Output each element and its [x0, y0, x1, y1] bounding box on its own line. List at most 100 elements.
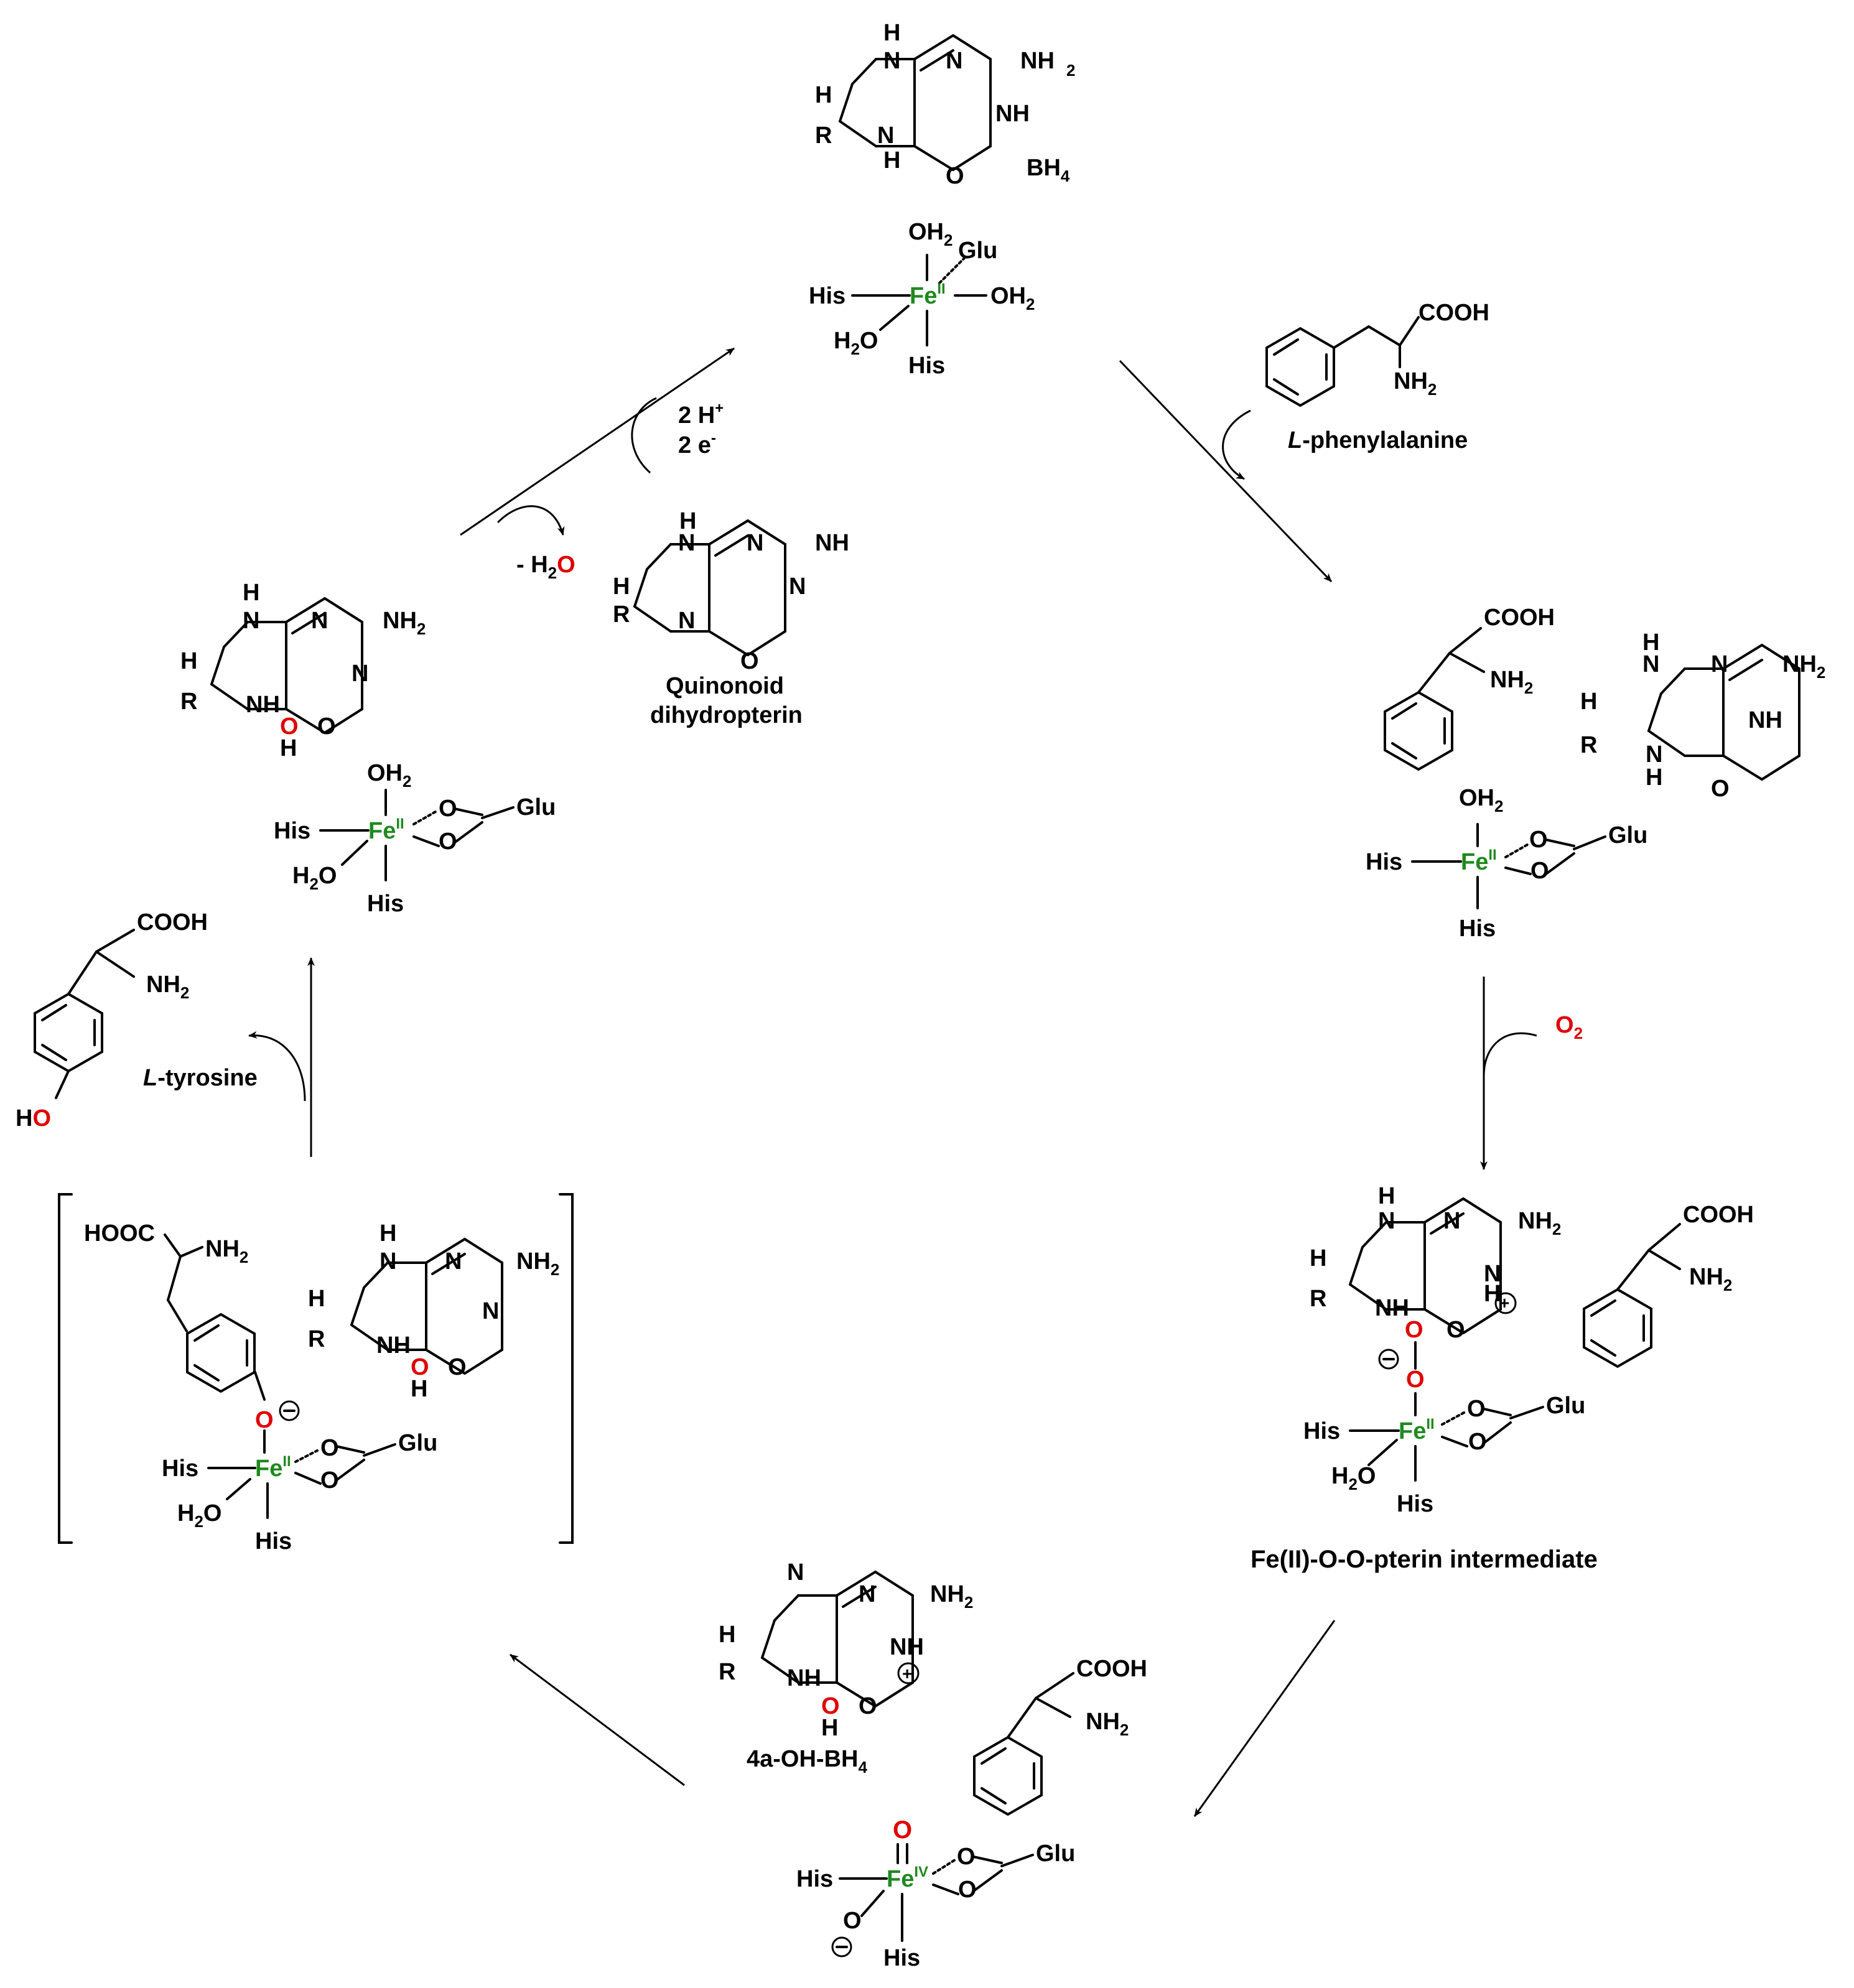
svg-text:His: His	[1303, 1418, 1340, 1444]
svg-text:H: H	[1310, 1245, 1326, 1271]
svg-text:O: O	[1529, 827, 1548, 853]
svg-text:OH2: OH2	[367, 760, 411, 791]
svg-text:O: O	[320, 1435, 339, 1461]
curved-arrow-o2	[1483, 1032, 1537, 1077]
peroxo-pterin-intermediate: H N N NH2 N H + H R NH O O O His FeII O …	[1251, 1183, 1754, 1573]
svg-text:O: O	[1405, 1317, 1423, 1343]
svg-text:O: O	[859, 1693, 877, 1719]
svg-text:+: +	[902, 1664, 912, 1683]
svg-text:COOH: COOH	[1683, 1202, 1754, 1228]
svg-text:Quinonoid: Quinonoid	[666, 673, 784, 699]
svg-text:H: H	[280, 735, 297, 761]
water-loss-label: - H2O	[516, 552, 575, 582]
svg-text:NH: NH	[815, 530, 849, 556]
svg-text:N: N	[482, 1298, 499, 1324]
svg-text:N: N	[445, 1248, 462, 1275]
svg-text:N: N	[859, 1581, 875, 1607]
svg-text:H: H	[411, 1376, 427, 1402]
svg-text:N: N	[946, 48, 962, 74]
svg-text:H: H	[380, 1220, 396, 1247]
svg-text:FeII: FeII	[1461, 847, 1497, 875]
svg-text:FeII: FeII	[1399, 1416, 1435, 1444]
svg-text:NH2: NH2	[1518, 1208, 1561, 1238]
bracketed-tyrosine-intermediate: HOOC NH2 O His FeII O O Glu H2O His H N …	[58, 1193, 574, 1554]
svg-text:NH2: NH2	[205, 1236, 248, 1266]
svg-text:H: H	[308, 1286, 325, 1312]
svg-text:COOH: COOH	[1484, 605, 1555, 631]
svg-text:FeIV: FeIV	[887, 1864, 928, 1892]
svg-text:H: H	[679, 508, 696, 534]
svg-text:O: O	[740, 648, 759, 674]
svg-text:R: R	[815, 123, 832, 149]
arrow-regeneration	[460, 347, 735, 536]
svg-text:OH2: OH2	[1459, 785, 1503, 815]
svg-text:NH: NH	[376, 1332, 411, 1359]
svg-text:H2O: H2O	[1331, 1463, 1376, 1493]
svg-text:R: R	[180, 689, 197, 715]
svg-text:H: H	[613, 574, 630, 600]
svg-text:O: O	[1406, 1367, 1425, 1393]
svg-text:Glu: Glu	[1608, 822, 1647, 848]
svg-text:N: N	[877, 123, 894, 149]
arrow-hydroxylation	[510, 1653, 685, 1786]
curved-arrow-water-loss	[496, 505, 565, 536]
svg-text:O: O	[439, 829, 457, 855]
svg-text:FeII: FeII	[910, 281, 946, 309]
svg-text:N: N	[380, 1248, 396, 1275]
svg-text:NH2: NH2	[1394, 368, 1437, 399]
svg-text:N: N	[1642, 651, 1659, 677]
svg-text:N: N	[787, 1559, 804, 1586]
svg-text:His: His	[796, 1866, 833, 1892]
arrow-substrate-binding	[1119, 360, 1333, 583]
svg-text:H: H	[1378, 1183, 1395, 1209]
svg-text:NH2: NH2	[930, 1581, 973, 1612]
svg-text:H: H	[1580, 689, 1597, 715]
svg-text:O: O	[1530, 858, 1549, 884]
svg-text:H: H	[719, 1622, 735, 1648]
tyrosine-product: COOH NH2 HO L-tyrosine	[16, 909, 258, 1131]
svg-text:H: H	[1484, 1281, 1501, 1307]
svg-text:O: O	[1446, 1317, 1465, 1343]
svg-text:His: His	[809, 283, 845, 309]
svg-text:O: O	[957, 1844, 976, 1870]
svg-text:H: H	[1642, 629, 1659, 656]
svg-text:NH2: NH2	[516, 1248, 559, 1279]
bh4-structure: H N N NH 2 NH H R N H O BH4	[815, 20, 1075, 189]
svg-text:FeII: FeII	[255, 1453, 291, 1482]
svg-text:R: R	[1310, 1286, 1326, 1312]
svg-text:+: +	[1499, 1293, 1509, 1312]
svg-text:N: N	[747, 530, 763, 556]
svg-text:His: His	[1366, 849, 1402, 875]
svg-text:N: N	[1711, 651, 1728, 677]
svg-text:H: H	[243, 580, 259, 606]
svg-text:O: O	[1711, 776, 1730, 802]
svg-text:H: H	[883, 20, 900, 46]
svg-text:O: O	[958, 1877, 977, 1903]
svg-text:COOH: COOH	[1076, 1656, 1147, 1682]
phe-bh4-fe2-complex: COOH NH2 H N N NH2 NH H R N H O OH2 His …	[1366, 605, 1825, 942]
svg-text:O: O	[821, 1693, 840, 1719]
svg-text:O: O	[1467, 1396, 1486, 1422]
svg-text:Glu: Glu	[958, 238, 997, 264]
svg-text:HO: HO	[16, 1105, 51, 1131]
protons-label: 2 H+	[678, 400, 724, 429]
svg-text:OH2: OH2	[908, 219, 953, 249]
hydroxy-pterin-label: 4a-OH-BH4	[747, 1746, 867, 1777]
svg-text:NH2: NH2	[1689, 1264, 1732, 1294]
fe4-oxo-complex: O His FeIV O O Glu O His	[796, 1816, 1075, 1971]
svg-text:Glu: Glu	[398, 1430, 437, 1456]
curved-arrow-tyrosine	[248, 1031, 306, 1102]
svg-text:NH: NH	[890, 1634, 924, 1660]
svg-text:O: O	[317, 713, 336, 740]
svg-text:NH: NH	[995, 101, 1030, 127]
svg-text:NH2: NH2	[1086, 1709, 1129, 1739]
svg-text:N: N	[352, 661, 368, 687]
svg-text:NH: NH	[1375, 1295, 1409, 1321]
svg-text:HOOC: HOOC	[84, 1220, 155, 1247]
curved-arrow-reduction	[631, 397, 657, 474]
oxygen-reagent-label: O2	[1555, 1012, 1583, 1043]
svg-text:COOH: COOH	[137, 909, 208, 936]
svg-text:O: O	[843, 1908, 862, 1934]
svg-text:dihydropterin: dihydropterin	[650, 702, 803, 728]
